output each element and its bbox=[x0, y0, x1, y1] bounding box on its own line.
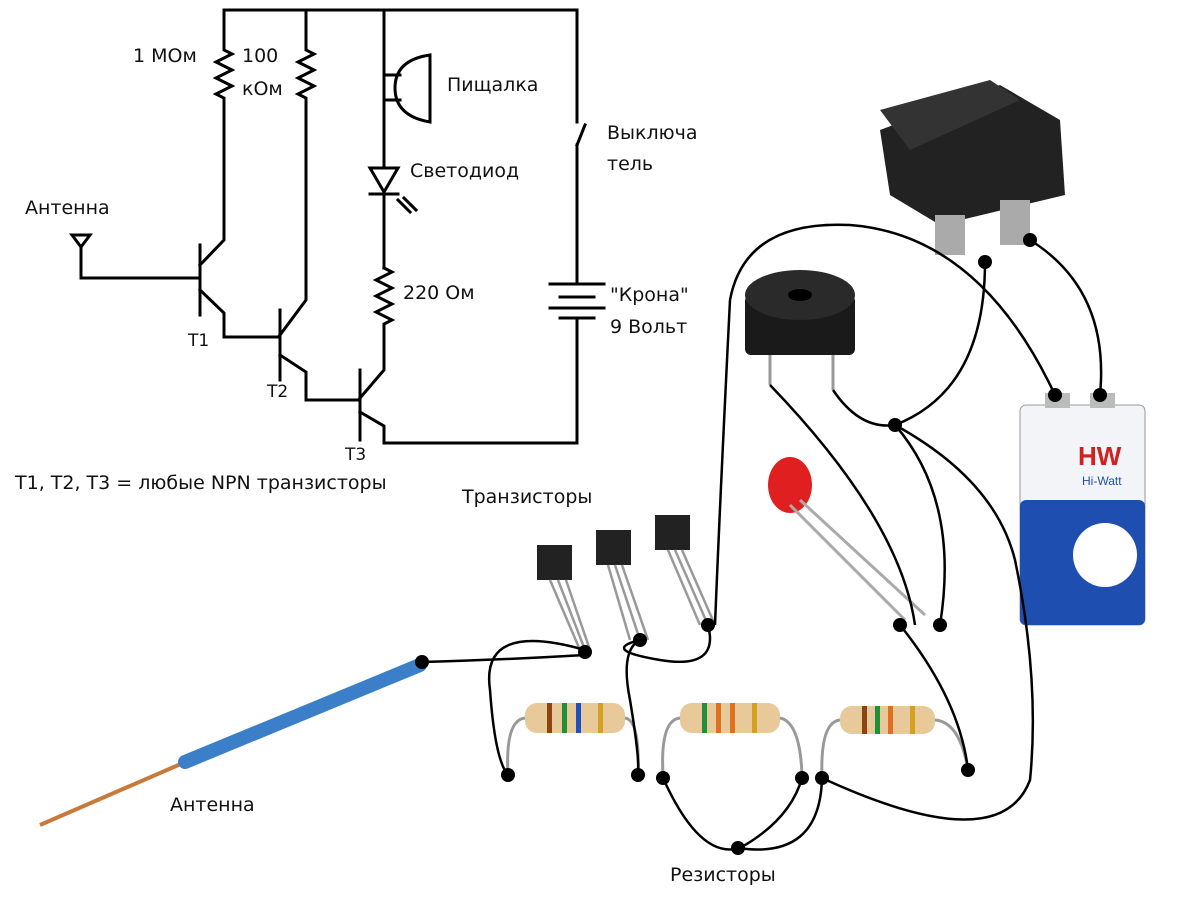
transistor-t1 bbox=[197, 243, 282, 339]
switch-photo bbox=[880, 80, 1065, 255]
buzzer-photo bbox=[745, 270, 855, 390]
t1-label: T1 bbox=[188, 331, 210, 351]
antenna-symbol bbox=[69, 233, 202, 280]
svg-text:Hi-Watt: Hi-Watt bbox=[1082, 474, 1122, 488]
switch-label-line1: Выключа bbox=[607, 122, 698, 144]
r1-resistor bbox=[197, 8, 236, 268]
r2-resistor bbox=[277, 8, 318, 338]
transistor-t3 bbox=[357, 368, 386, 445]
t3-label: T3 bbox=[345, 445, 367, 465]
schematic bbox=[69, 8, 606, 445]
transistor-note: T1, T2, T3 = любые NPN транзисторы bbox=[15, 472, 387, 494]
transistors-label: Транзисторы bbox=[462, 486, 593, 508]
battery-label-line1: "Крона" bbox=[610, 284, 689, 306]
battery-label-line2: 9 Вольт bbox=[610, 316, 688, 338]
transistors-photo bbox=[537, 515, 717, 651]
svg-text:HW: HW bbox=[1078, 441, 1122, 471]
r3-label: 220 Ом bbox=[403, 282, 475, 304]
wire-junctions bbox=[415, 233, 1107, 855]
antenna-wire-photo bbox=[39, 658, 427, 827]
r2-label-line1: 100 bbox=[242, 45, 279, 67]
switch-symbol bbox=[575, 8, 587, 284]
battery-symbol bbox=[382, 282, 606, 445]
led-photo bbox=[768, 457, 927, 622]
battery-photo: HW Hi-Watt bbox=[1019, 393, 1146, 626]
t2-label: T2 bbox=[267, 382, 289, 402]
resistors-photo bbox=[506, 703, 970, 779]
led-symbol bbox=[367, 120, 419, 270]
r3-resistor bbox=[357, 265, 396, 401]
r2-label-line2: кОм bbox=[242, 78, 283, 100]
buzzer-symbol bbox=[382, 8, 432, 124]
antenna-label: Антенна bbox=[25, 197, 110, 219]
switch-label-line2: тель bbox=[607, 153, 654, 175]
antenna-photo-label: Антенна bbox=[170, 794, 255, 816]
r1-label: 1 МОм bbox=[133, 45, 197, 67]
buzzer-label: Пищалка bbox=[447, 74, 539, 96]
transistor-t2 bbox=[277, 308, 362, 402]
led-label: Светодиод bbox=[410, 160, 520, 182]
resistors-label: Резисторы bbox=[670, 864, 776, 886]
